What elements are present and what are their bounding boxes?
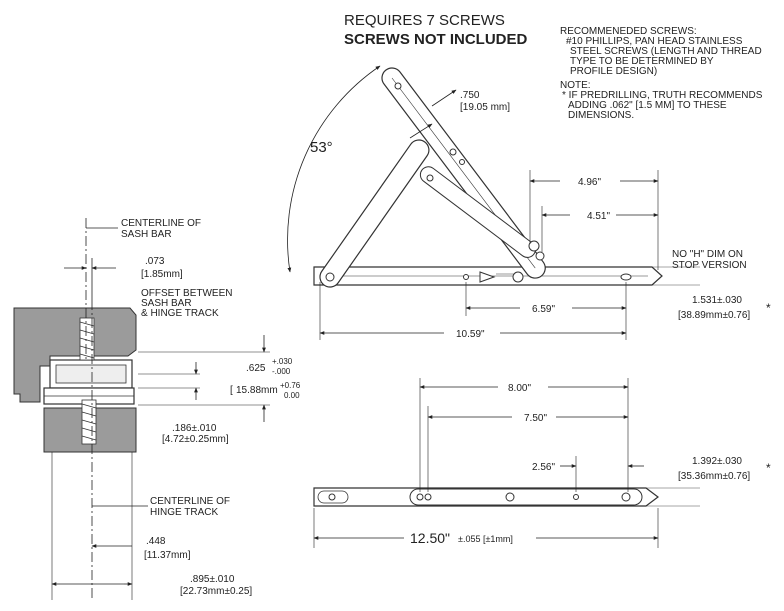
bar-width-mm: [19.05 mm] <box>460 102 510 113</box>
cross-section-view <box>13 218 137 600</box>
w2-in: .895±.010 <box>190 574 235 585</box>
w1-in: .448 <box>146 536 166 547</box>
svg-text:#10 PHILLIPS, PAN HEAD STAINLE: #10 PHILLIPS, PAN HEAD STAINLESS <box>566 36 743 47</box>
closed-d2: 7.50" <box>524 413 547 424</box>
h1-mm-tol-plus: +0.76 <box>280 381 301 390</box>
h1-tol-minus: -.000 <box>272 367 291 376</box>
offset-label-3: & HINGE TRACK <box>141 308 219 319</box>
svg-text:ADDING .062" [1.5 MM] TO THESE: ADDING .062" [1.5 MM] TO THESE <box>568 100 727 111</box>
open-asterisk: * <box>766 301 771 315</box>
h1-in: .625 <box>246 363 266 374</box>
svg-text:PROFILE DESIGN): PROFILE DESIGN) <box>570 66 657 77</box>
centerline-track-label: CENTERLINE OF <box>150 496 230 507</box>
no-h-label-1: NO "H" DIM ON <box>672 249 743 260</box>
offset-mm: [1.85mm] <box>141 269 183 280</box>
open-angle: 53° <box>310 139 333 156</box>
recommended-screws-note: RECOMMENEDED SCREWS: #10 PHILLIPS, PAN H… <box>560 26 762 77</box>
closed-asterisk: * <box>766 461 771 475</box>
no-h-label-2: STOP VERSION <box>672 260 747 271</box>
h2-in: .186±.010 <box>172 423 217 434</box>
centerline-track-label-2: HINGE TRACK <box>150 507 218 518</box>
offset-label-1: OFFSET BETWEEN <box>141 288 233 299</box>
closed-overall: 12.50" <box>410 530 450 546</box>
svg-text:RECOMMENEDED SCREWS:: RECOMMENEDED SCREWS: <box>560 26 697 37</box>
bar-width-in: .750 <box>460 90 480 101</box>
offset-label-2: SASH BAR <box>141 298 192 309</box>
h2-mm: [4.72±0.25mm] <box>162 434 229 445</box>
closed-hinge-view <box>313 487 659 507</box>
h1-mm-tol-minus: 0.00 <box>284 391 300 400</box>
header-line2: SCREWS NOT INCLUDED <box>344 31 528 48</box>
w2-mm: [22.73mm±0.25] <box>180 586 252 597</box>
open-d1: 4.96" <box>578 177 601 188</box>
w1-mm: [11.37mm] <box>144 550 191 561</box>
h1-mm: 15.88mm <box>236 385 278 396</box>
open-d2: 4.51" <box>587 211 610 222</box>
offset-in: .073 <box>145 256 165 267</box>
closed-overall-tol: ±.055 [±1mm] <box>458 534 513 544</box>
predrill-note: NOTE: * IF PREDRILLING, TRUTH RECOMMENDS… <box>560 80 763 121</box>
svg-text:STEEL SCREWS (LENGTH AND THREA: STEEL SCREWS (LENGTH AND THREAD <box>570 46 762 57</box>
open-d4: 10.59" <box>456 329 485 340</box>
h1-mm-bracket-open: [ <box>230 385 233 396</box>
header-line1: REQUIRES 7 SCREWS <box>344 12 505 29</box>
svg-text:NOTE:: NOTE: <box>560 80 591 91</box>
svg-text:* IF PREDRILLING, TRUTH RECOMM: * IF PREDRILLING, TRUTH RECOMMENDS <box>562 90 763 101</box>
closed-track-h-mm: [35.36mm±0.76] <box>678 471 750 482</box>
svg-text:DIMENSIONS.: DIMENSIONS. <box>568 110 634 121</box>
centerline-sash-label: CENTERLINE OF <box>121 218 201 229</box>
closed-d1: 8.00" <box>508 383 531 394</box>
centerline-sash-label-2: SASH BAR <box>121 229 172 240</box>
closed-d3: 2.56" <box>532 462 555 473</box>
open-track-h-in: 1.531±.030 <box>692 295 742 306</box>
screw-lower-icon <box>81 399 97 445</box>
screw-upper-icon <box>79 317 95 361</box>
h1-tol-plus: +.030 <box>272 357 293 366</box>
svg-text:TYPE TO BE DETERMINED BY: TYPE TO BE DETERMINED BY <box>570 56 714 67</box>
closed-track-h-in: 1.392±.030 <box>692 456 742 467</box>
open-d3: 6.59" <box>532 304 555 315</box>
open-track-h-mm: [38.89mm±0.76] <box>678 310 750 321</box>
